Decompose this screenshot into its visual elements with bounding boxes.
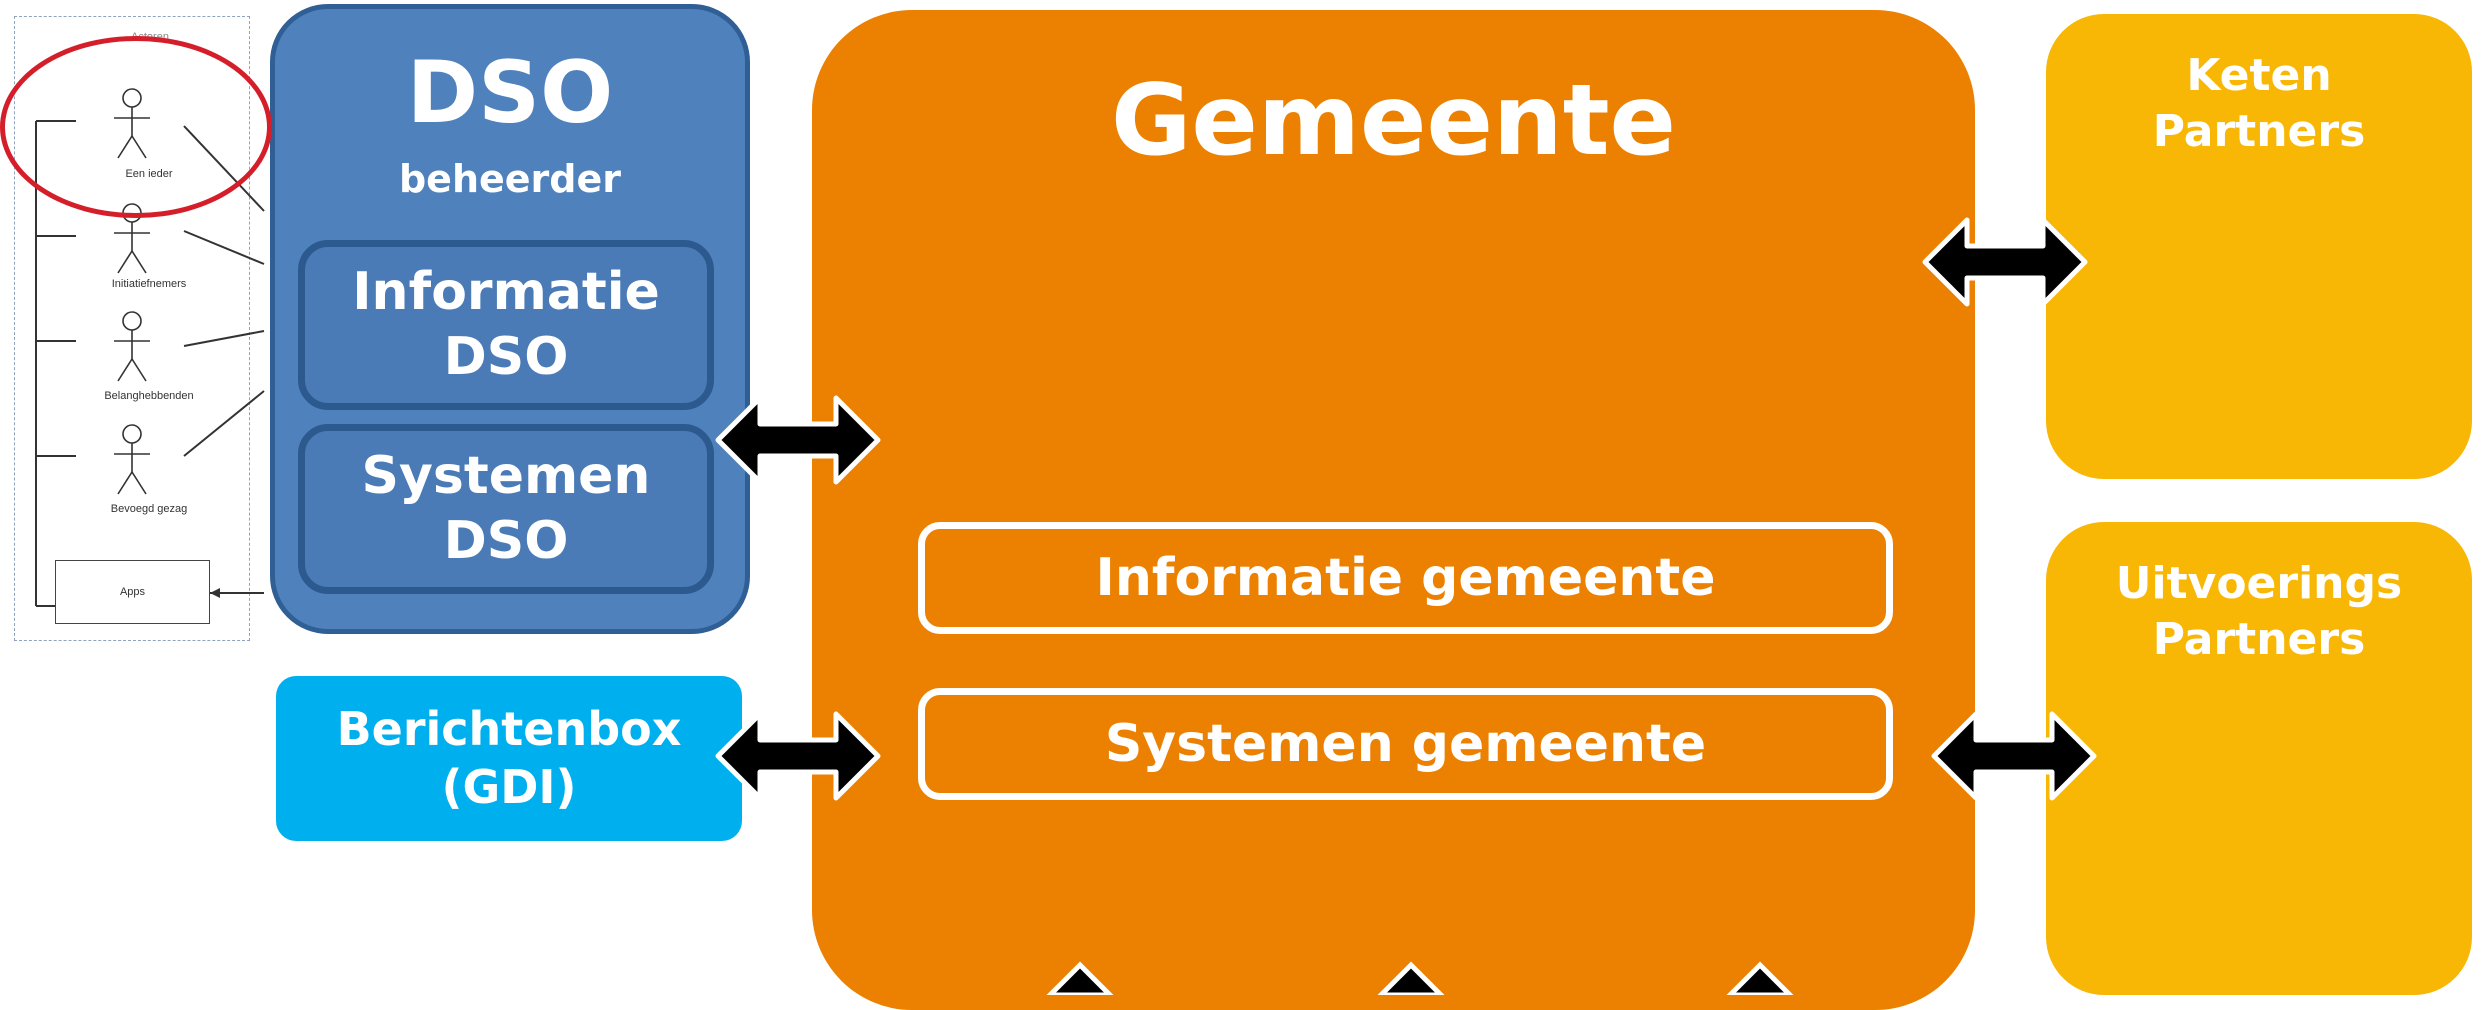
arrow-dso-gemeente-icon bbox=[718, 398, 878, 482]
apps-box: Apps bbox=[55, 560, 210, 624]
systemen-dso-line2: DSO bbox=[443, 511, 569, 571]
gemeente-block bbox=[812, 10, 1975, 1010]
keten-partners-box: Keten Partners bbox=[2046, 14, 2472, 479]
highlight-circle bbox=[0, 36, 272, 218]
uitvoering-line2: Partners bbox=[2152, 614, 2366, 666]
uitvoering-line1: Uitvoerings bbox=[2115, 558, 2403, 609]
berichtenbox-line2: (GDI) bbox=[441, 759, 577, 814]
arrow-gemeente-keten-icon bbox=[1925, 220, 2085, 304]
actor-icon bbox=[114, 311, 150, 382]
berichtenbox-box: Berichtenbox (GDI) bbox=[276, 676, 742, 841]
informatie-dso-box: Informatie DSO bbox=[298, 240, 714, 410]
dso-subtitle: beheerder bbox=[398, 157, 622, 201]
actor-icon bbox=[114, 424, 150, 495]
systemen-dso-box: Systemen DSO bbox=[298, 424, 714, 594]
actor-label: Bevoegd gezag bbox=[110, 503, 188, 515]
dso-title: DSO bbox=[406, 43, 614, 143]
informatie-dso-line1: Informatie bbox=[352, 262, 660, 322]
actor-label: Initiatiefnemers bbox=[111, 278, 187, 290]
actor-label: Belanghebbenden bbox=[104, 390, 194, 402]
systemen-gemeente-label: Systemen gemeente bbox=[1104, 714, 1707, 774]
arrow-gemeente-uitvoering-icon bbox=[1934, 714, 2094, 798]
arrow-bottom-2-icon bbox=[1377, 961, 1445, 995]
keten-line1: Keten bbox=[2186, 50, 2332, 101]
gemeente-title: Gemeente bbox=[1110, 64, 1677, 178]
arrow-bottom-1-icon bbox=[1046, 961, 1114, 995]
informatie-gemeente-label: Informatie gemeente bbox=[1095, 548, 1716, 608]
systemen-gemeente-box: Systemen gemeente bbox=[918, 688, 1893, 800]
arrow-bottom-3-icon bbox=[1726, 961, 1794, 995]
uitvoerings-partners-box: Uitvoerings Partners bbox=[2046, 522, 2472, 995]
arrow-berichtenbox-gemeente-icon bbox=[718, 714, 878, 798]
informatie-gemeente-box: Informatie gemeente bbox=[918, 522, 1893, 634]
systemen-dso-line1: Systemen bbox=[361, 446, 651, 506]
keten-line2: Partners bbox=[2152, 106, 2366, 158]
informatie-dso-line2: DSO bbox=[443, 327, 569, 387]
berichtenbox-line1: Berichtenbox bbox=[336, 702, 682, 756]
